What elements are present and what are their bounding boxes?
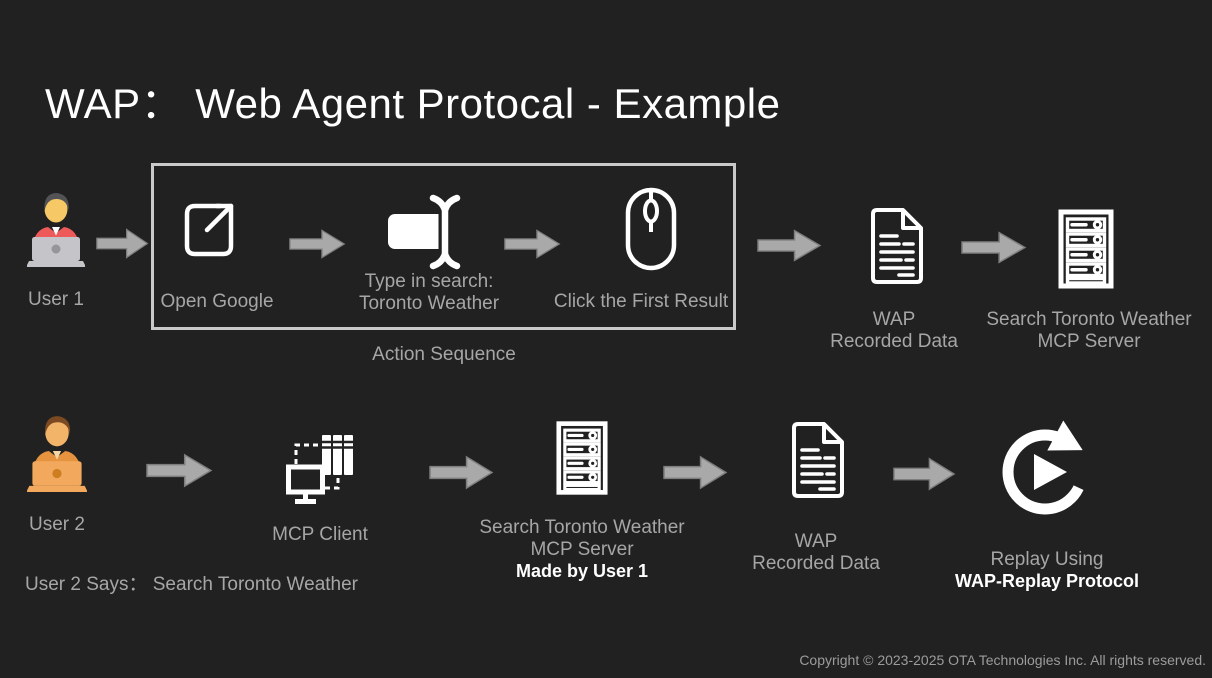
mcp-client-icon (286, 435, 353, 504)
text-cursor-icon (388, 191, 464, 273)
flow-arrow-icon (504, 229, 561, 259)
flow-arrow-icon (893, 457, 956, 491)
user-1-at-laptop-icon (27, 193, 85, 267)
wap-recorded2-label-line2: Recorded Data (752, 553, 880, 574)
replay-using-label: Replay Using (990, 549, 1104, 570)
mcp-server-label-line2: MCP Server (1037, 331, 1141, 352)
user-2-says-text: User 2 Says： Search Toronto Weather (25, 574, 359, 595)
action-sequence-label: Action Sequence (372, 344, 516, 365)
slide-title: WAP： Web Agent Protocal - Example (45, 80, 781, 127)
wap-recorded2-label-line1: WAP (794, 531, 838, 552)
document-icon (871, 208, 923, 284)
mcp-server-label-line1: Search Toronto Weather (986, 309, 1192, 330)
flow-arrow-icon (757, 229, 822, 262)
wap-recorded-label-line2: Recorded Data (830, 331, 958, 352)
server-icon (556, 421, 608, 495)
user-1-label: User 1 (28, 289, 84, 310)
flow-arrow-icon (961, 231, 1027, 264)
flow-arrow-icon (96, 228, 149, 259)
made-by-user-1-label: Made by User 1 (515, 561, 649, 581)
wap-recorded-label-line1: WAP (872, 309, 916, 330)
type-search-label-line2: Toronto Weather (358, 293, 500, 314)
flow-arrow-icon (429, 455, 494, 490)
user-2-at-laptop-icon (27, 416, 87, 492)
copyright-text: Copyright © 2023-2025 OTA Technologies I… (799, 652, 1206, 668)
server-icon (1058, 209, 1114, 289)
mcp-server2-label-line1: Search Toronto Weather (479, 517, 685, 538)
click-first-result-label: Click the First Result (553, 291, 729, 312)
document-icon (792, 422, 844, 498)
flow-arrow-icon (663, 455, 728, 490)
action-sequence-box (151, 163, 736, 330)
replay-icon (1002, 416, 1097, 515)
user-2-label: User 2 (29, 514, 85, 535)
mouse-icon (625, 187, 677, 271)
mcp-client-label: MCP Client (272, 524, 368, 545)
type-search-label-line1: Type in search: (364, 271, 494, 292)
flow-arrow-icon (289, 229, 346, 259)
wap-replay-protocol-label: WAP-Replay Protocol (954, 571, 1140, 591)
mcp-server2-label-line2: MCP Server (530, 539, 634, 560)
flow-arrow-icon (146, 453, 213, 488)
open-google-label: Open Google (160, 291, 274, 312)
external-link-icon (184, 203, 234, 257)
